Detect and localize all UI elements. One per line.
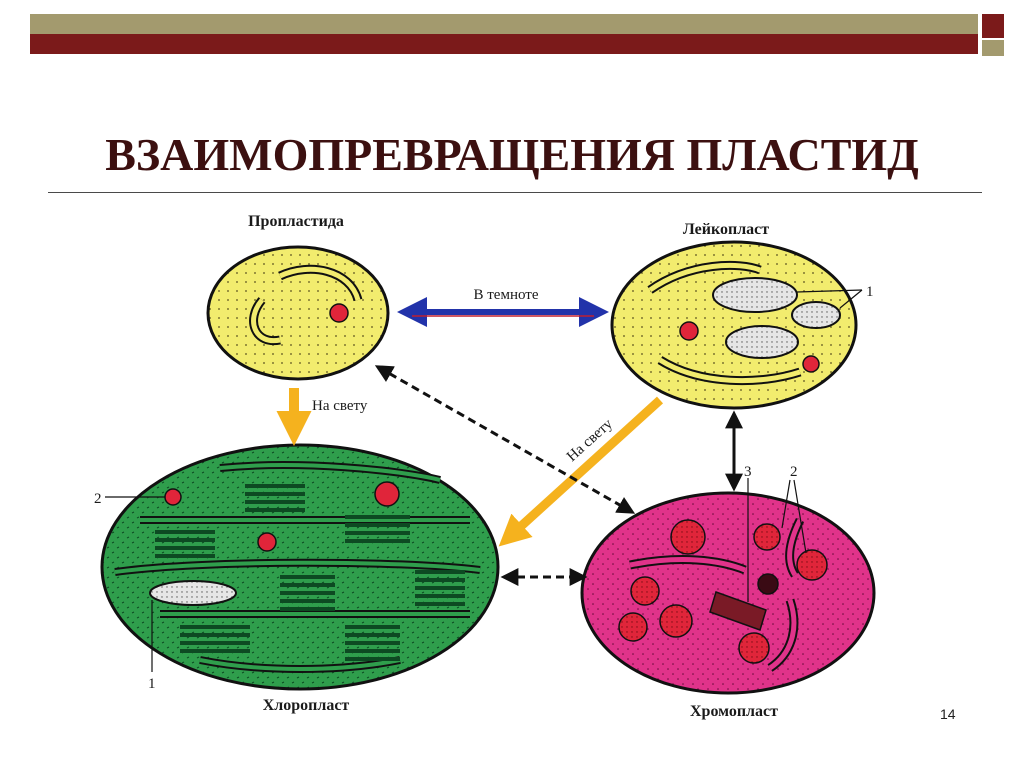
chromoplast (580, 478, 876, 695)
header-corner-olive (982, 40, 1004, 56)
proplastid-chromoplast-arrow (374, 365, 636, 514)
chromoplast-label: Хромопласт (690, 703, 778, 720)
chromoplast-marker-2: 2 (790, 464, 798, 480)
chloroplast-label: Хлоропласт (263, 697, 350, 714)
header-corner-maroon (982, 14, 1004, 38)
light-label-1: На свету (312, 398, 368, 414)
chromoplast-marker-3: 3 (744, 464, 752, 480)
chloroplast (100, 443, 500, 691)
dark-label: В темноте (473, 287, 538, 303)
proplastid (206, 245, 390, 381)
title-divider (48, 192, 982, 193)
header-bar (30, 14, 978, 54)
header-olive-stripe (30, 14, 978, 34)
leucoplast-marker-1: 1 (866, 284, 874, 300)
chloroplast-marker-1: 1 (148, 676, 156, 692)
proplastid-label: Пропластида (248, 213, 344, 230)
page-number: 14 (940, 706, 956, 722)
slide-title: ВЗАИМОПРЕВРАЩЕНИЯ ПЛАСТИД (105, 129, 919, 180)
chloroplast-marker-2: 2 (94, 491, 102, 507)
header-maroon-stripe (30, 34, 978, 54)
leucoplast (610, 240, 863, 410)
leucoplast-label: Лейкопласт (683, 221, 769, 238)
